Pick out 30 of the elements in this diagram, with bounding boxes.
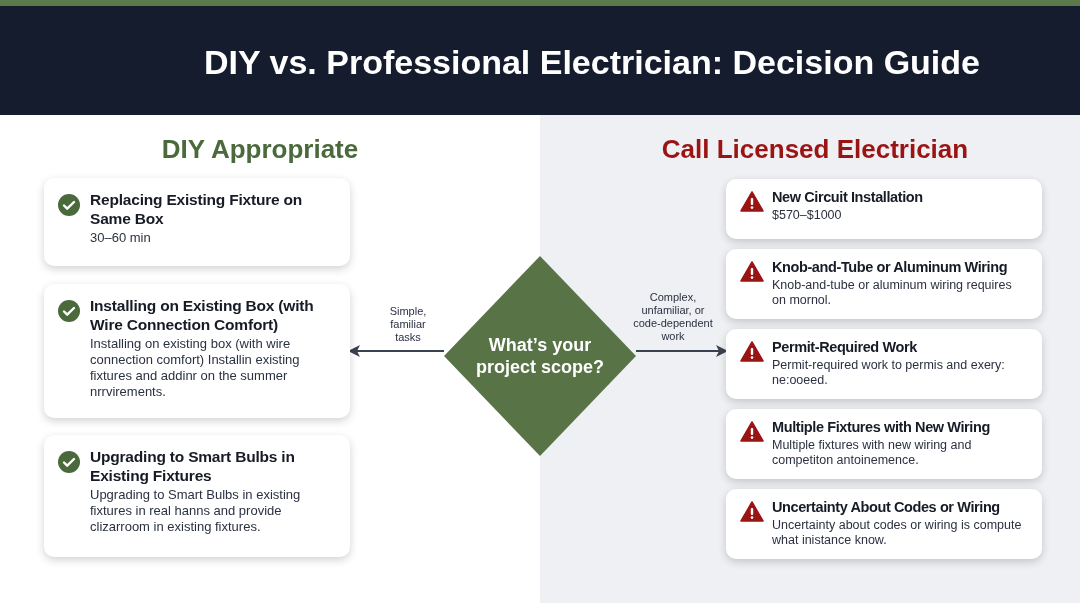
task-card: [44, 178, 350, 266]
card-title: Multiple Fixtures with New Wiring: [772, 418, 991, 436]
title: DIY vs. Professional Electrician: Decision Guide: [204, 42, 980, 83]
task-card: [726, 489, 1042, 559]
card-description: $570–$1000: [772, 208, 843, 223]
task-card: [44, 284, 350, 418]
card-description: Installing on existing box (with wire connection comfort) Installin existing fixtures and addinr on the summer nrrvirements.: [90, 336, 301, 400]
card-title: Uncertainty About Codes or Wiring: [772, 498, 1001, 516]
column-heading: DIY Appropriate: [160, 133, 360, 166]
arrow: [635, 345, 728, 357]
task-card: [726, 409, 1042, 479]
card-description: Multiple fixtures with new wiring and competiton antoinemence.: [772, 438, 973, 468]
column-heading: Call Licensed Electrician: [660, 133, 970, 166]
task-card: [726, 179, 1042, 239]
task-card: [726, 249, 1042, 319]
card-title: Knob-and-Tube or Aluminum Wiring: [772, 258, 1009, 276]
card-title: New Circuit Installation: [772, 188, 924, 206]
arrow: [348, 345, 445, 357]
decision-text: What’s your project scope?: [475, 334, 605, 378]
card-description: Permit-required work to permis and exery: ne:ooeed.: [772, 358, 1006, 388]
card-title: Upgrading to Smart Bulbs in Existing Fixtures: [90, 447, 296, 485]
task-card: [726, 329, 1042, 399]
card-title: Permit-Required Work: [772, 338, 918, 356]
card-description: 30–60 min: [90, 230, 152, 246]
card-title: Installing on Existing Box (with Wire Connection Comfort): [90, 296, 315, 334]
task-card: [44, 435, 350, 557]
card-description: Uncertainty about codes or wiring is compute what inistance know.: [772, 518, 1023, 548]
card-description: Knob-and-tube or aluminum wiring requires on mornol.: [772, 278, 1013, 308]
card-description: Upgrading to Smart Bulbs in existing fixtures in real hanns and provide clizarroom in existing fixtures.: [90, 487, 302, 535]
card-title: Replacing Existing Fixture on Same Box: [90, 190, 304, 228]
